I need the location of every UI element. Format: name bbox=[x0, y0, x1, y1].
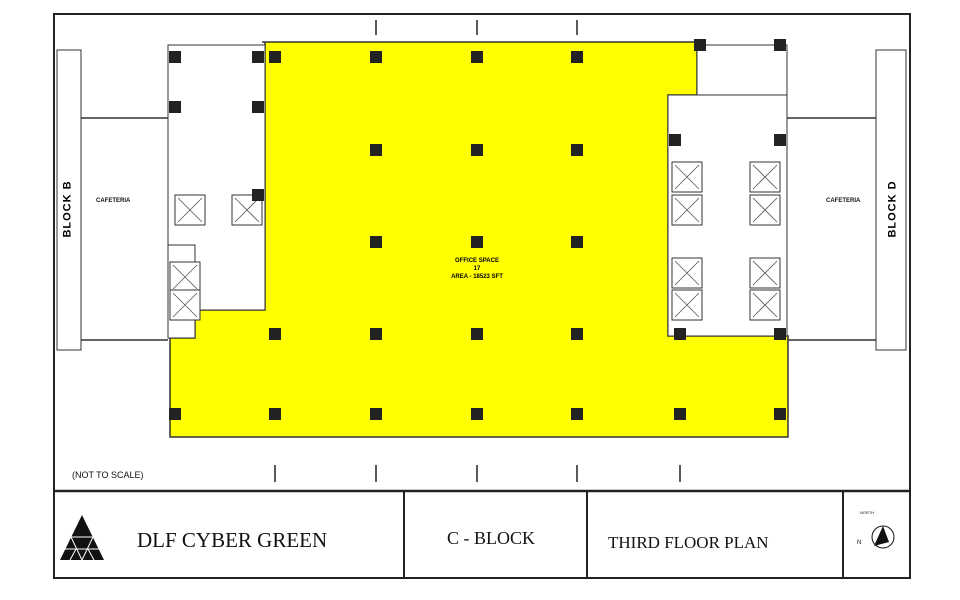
lift-shaft bbox=[671, 257, 703, 289]
structural-column bbox=[169, 101, 181, 113]
structural-column bbox=[269, 408, 281, 420]
lift-shaft bbox=[671, 194, 703, 226]
structural-column bbox=[471, 144, 483, 156]
structural-column bbox=[370, 51, 382, 63]
structural-column bbox=[269, 328, 281, 340]
structural-column bbox=[774, 408, 786, 420]
structural-column bbox=[471, 236, 483, 248]
grid-markers bbox=[274, 20, 681, 482]
lift-shaft bbox=[749, 161, 781, 193]
structural-column bbox=[774, 328, 786, 340]
office-area: AREA - 18523 SFT bbox=[451, 274, 503, 280]
office-label: OFFICE SPACE 17 AREA - 18523 SFT bbox=[427, 257, 527, 281]
left-cafeteria-label: CAFETERIA bbox=[96, 198, 131, 204]
block-title: C - BLOCK bbox=[447, 528, 536, 548]
block-b-label: BLOCK B bbox=[61, 180, 74, 238]
lift-shaft bbox=[749, 194, 781, 226]
north-arrow-icon bbox=[871, 525, 895, 549]
structural-column bbox=[774, 39, 786, 51]
lift-shaft bbox=[169, 261, 201, 293]
drawing-title: THIRD FLOOR PLAN bbox=[608, 533, 769, 552]
structural-column bbox=[669, 134, 681, 146]
structural-column bbox=[571, 144, 583, 156]
column-grid bbox=[169, 39, 786, 420]
structural-column bbox=[774, 134, 786, 146]
structural-column bbox=[169, 408, 181, 420]
structural-column bbox=[252, 101, 264, 113]
lift-shaft bbox=[671, 289, 703, 321]
office-name: OFFICE SPACE bbox=[455, 258, 499, 264]
structural-column bbox=[674, 328, 686, 340]
structural-column bbox=[571, 236, 583, 248]
block-d-wall bbox=[875, 49, 907, 351]
north-letter: N bbox=[857, 540, 862, 546]
lift-shaft bbox=[174, 194, 206, 226]
scale-note: (NOT TO SCALE) bbox=[72, 470, 144, 480]
structural-column bbox=[252, 51, 264, 63]
lift-shaft bbox=[749, 257, 781, 289]
structural-column bbox=[471, 51, 483, 63]
block-b-wall bbox=[56, 49, 82, 351]
dlf-logo bbox=[60, 515, 104, 561]
structural-column bbox=[269, 51, 281, 63]
lift-shaft bbox=[749, 289, 781, 321]
structural-column bbox=[252, 189, 264, 201]
structural-column bbox=[471, 408, 483, 420]
structural-column bbox=[370, 236, 382, 248]
right-cafeteria-label: CAFETERIA bbox=[826, 198, 861, 204]
structural-column bbox=[169, 51, 181, 63]
lift-group bbox=[169, 161, 781, 321]
lift-shaft bbox=[671, 161, 703, 193]
structural-column bbox=[370, 408, 382, 420]
office-number: 17 bbox=[473, 266, 481, 272]
structural-column bbox=[571, 328, 583, 340]
project-title: DLF CYBER GREEN bbox=[137, 528, 328, 552]
block-d-label: BLOCK D bbox=[886, 180, 899, 238]
lift-shaft bbox=[169, 289, 201, 321]
structural-column bbox=[571, 51, 583, 63]
structural-column bbox=[370, 328, 382, 340]
structural-column bbox=[370, 144, 382, 156]
structural-column bbox=[674, 408, 686, 420]
north-caption: NORTH bbox=[860, 510, 875, 515]
right-toilets bbox=[696, 44, 788, 96]
structural-column bbox=[694, 39, 706, 51]
structural-column bbox=[471, 328, 483, 340]
drawing-border bbox=[53, 13, 911, 579]
structural-column bbox=[571, 408, 583, 420]
